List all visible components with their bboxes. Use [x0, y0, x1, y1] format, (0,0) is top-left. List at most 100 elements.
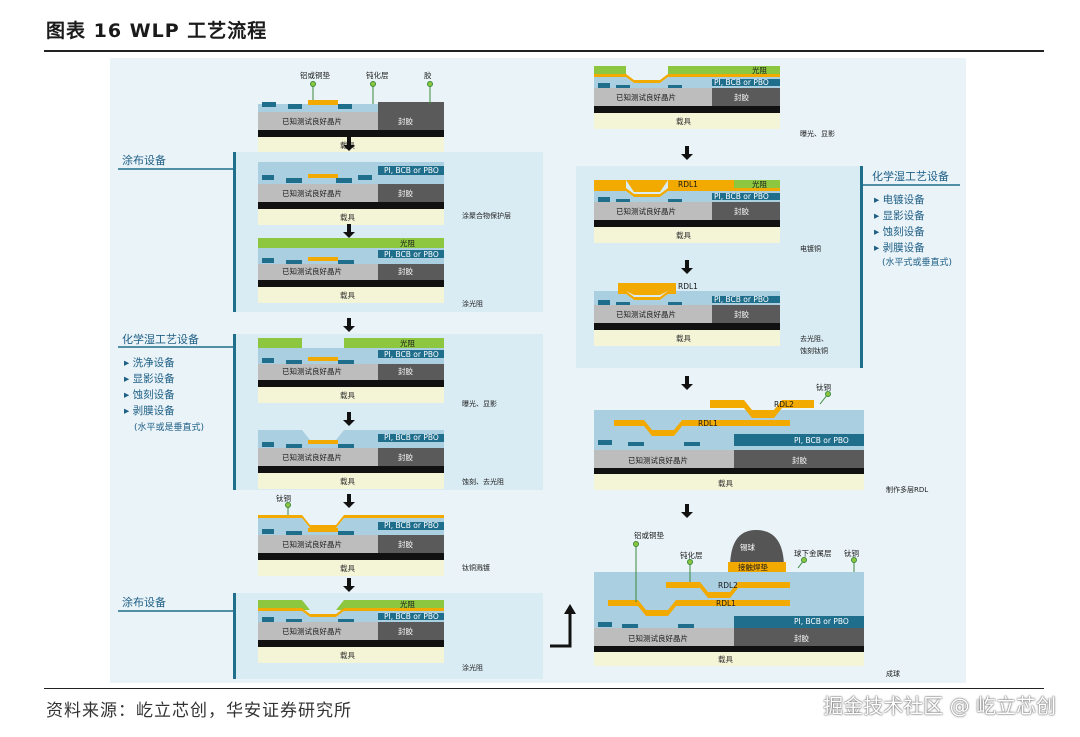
solder-ball-label: 锡球	[740, 542, 755, 552]
mold-label: 封胶	[398, 188, 413, 198]
equipment-item: ▸ 显影设备	[874, 209, 925, 222]
carrier-label: 载具	[340, 290, 355, 300]
flow-arrow	[343, 494, 355, 508]
flow-arrow-up-right	[550, 604, 576, 648]
die-label: 已知测试良好晶片	[628, 455, 688, 465]
flow-arrow	[343, 224, 355, 238]
step-label: 涂光阻	[462, 299, 483, 308]
dielectric-label: PI, BCB or PBO	[794, 436, 849, 445]
stage-etch-strip: PI, BCB or PBO 已知测试良好晶片 封胶 载具	[258, 430, 444, 489]
flow-arrow	[681, 376, 693, 390]
watermark: 掘金技术社区 @ 屹立芯创	[823, 694, 1056, 718]
carrier-label: 载具	[340, 390, 355, 400]
photoresist-label: 光阻	[400, 338, 415, 348]
dielectric-label: PI, BCB or PBO	[384, 612, 439, 621]
die-label: 已知测试良好晶片	[628, 633, 688, 643]
callout-glue: 胶	[424, 70, 432, 80]
rdl1-label: RDL1	[678, 180, 698, 189]
step-label: 涂光阻	[462, 663, 483, 672]
mold-label: 封胶	[734, 206, 749, 216]
mold-label: 封胶	[398, 116, 413, 126]
carrier-label: 载具	[340, 476, 355, 486]
photoresist-label: 光阻	[752, 65, 767, 75]
dielectric-label: PI, BCB or PBO	[714, 192, 769, 201]
stage-expose-develop-2: 光阻 PI, BCB or PBO 已知测试良好晶片 封胶 载具	[594, 65, 780, 129]
dielectric-label: PI, BCB or PBO	[384, 433, 439, 442]
callout-ti-cu: 钛铜	[816, 382, 831, 392]
mold-label: 封胶	[794, 633, 809, 643]
equipment-item: ▸ 电镀设备	[874, 193, 925, 206]
equipment-wet-left-title: 化学湿工艺设备	[122, 332, 199, 346]
dielectric-label: PI, BCB or PBO	[384, 350, 439, 359]
step-label: 曝光、显影	[462, 399, 497, 408]
flow-arrow	[343, 578, 355, 592]
mold-label: 封胶	[734, 309, 749, 319]
mold-label: 封胶	[398, 626, 413, 636]
stage-multilayer-rdl: RDL2 RDL1 PI, BCB or PBO 已知测试良好晶片 封胶 载具 …	[594, 382, 864, 490]
stage-expose-develop: 光阻 PI, BCB or PBO 已知测试良好晶片 封胶 载具	[258, 338, 444, 403]
carrier-label: 载具	[676, 333, 691, 343]
rdl1-label: RDL1	[716, 599, 736, 608]
callout-passivation: 钝化层	[366, 70, 389, 80]
mold-label: 封胶	[734, 92, 749, 102]
solder-ball	[730, 530, 784, 568]
dielectric-label: PI, BCB or PBO	[384, 521, 439, 530]
carrier-label: 载具	[676, 230, 691, 240]
step-label: 涂聚合物保护层	[462, 211, 511, 220]
callout-ti-cu: 钛铜	[276, 493, 291, 503]
die-label: 已知测试良好晶片	[282, 626, 342, 636]
stage-ti-cu-sputter: PI, BCB or PBO 已知测试良好晶片 封胶 载具 钛铜	[258, 493, 444, 576]
die-label: 已知测试良好晶片	[616, 92, 676, 102]
step-label: 去光阻、	[800, 334, 828, 343]
die-label: 已知测试良好晶片	[282, 539, 342, 549]
step-label: 蚀刻、去光阻	[462, 477, 504, 486]
equipment-item: ▸ 蚀刻设备	[124, 388, 175, 401]
die-label: 已知测试良好晶片	[616, 206, 676, 216]
step-label: 蚀刻钛铜	[800, 346, 828, 355]
step-label: 曝光、显影	[800, 129, 835, 138]
carrier-label: 载具	[718, 654, 733, 664]
flow-arrow	[681, 260, 693, 274]
callout-ti-cu: 钛铜	[844, 548, 859, 558]
equipment-wet-right-title: 化学湿工艺设备	[872, 169, 949, 183]
carrier-label: 载具	[718, 478, 733, 488]
stage-polymer-coat: PI, BCB or PBO 已知测试良好晶片 封胶 载具	[258, 162, 444, 225]
die-label: 已知测试良好晶片	[282, 116, 342, 126]
equipment-item: ▸ 蚀刻设备	[874, 225, 925, 238]
step-label: 电镀铜	[800, 244, 821, 253]
die-label: 已知测试良好晶片	[282, 188, 342, 198]
equipment-coating-1: 涂布设备	[122, 153, 166, 167]
die-label: 已知测试良好晶片	[282, 452, 342, 462]
equipment-coating-2: 涂布设备	[122, 595, 166, 609]
step-label: 成球	[886, 669, 900, 678]
page-title: 图表 16 WLP 工艺流程	[46, 20, 268, 42]
mold-label: 封胶	[398, 366, 413, 376]
mold-label: 封胶	[398, 452, 413, 462]
rdl1-label: RDL1	[678, 282, 698, 291]
carrier-label: 载具	[340, 212, 355, 222]
rdl1-label: RDL1	[698, 419, 718, 428]
title-divider	[44, 50, 1044, 52]
flow-arrow	[681, 504, 693, 518]
photoresist-label: 光阻	[400, 238, 415, 248]
stage-initial: 已知测试良好晶片 封胶 载具 铝或铜垫 钝化层 胶	[258, 70, 444, 153]
callout-al-cu-pad: 铝或铜垫	[634, 530, 664, 540]
equipment-item: ▸ 剥膜设备	[874, 241, 925, 254]
stage-photoresist-coat: 光阻 PI, BCB or PBO 已知测试良好晶片 封胶 载具	[258, 238, 444, 303]
step-label: 制作多层RDL	[886, 485, 928, 494]
equipment-note: (水平式或垂直式)	[882, 256, 952, 268]
stage-photoresist-coat-2: 光阻 PI, BCB or PBO 已知测试良好晶片 封胶 载具	[258, 599, 444, 663]
flow-arrow	[343, 137, 355, 151]
stage-ball-mount: 锡球 接触焊垫 RDL2 RDL1 PI, BCB or PBO 已知测试良好晶…	[594, 530, 864, 666]
rdl2-label: RDL2	[774, 400, 794, 409]
mold-label: 封胶	[398, 266, 413, 276]
equipment-item: ▸ 剥膜设备	[124, 404, 175, 417]
contact-pad-label: 接触焊垫	[738, 562, 768, 572]
source-note: 资料来源：屹立芯创，华安证券研究所	[46, 701, 352, 721]
callout-passivation: 钝化层	[680, 550, 703, 560]
photoresist-label: 光阻	[752, 179, 767, 189]
photoresist-label: 光阻	[400, 599, 415, 609]
dielectric-label: PI, BCB or PBO	[714, 295, 769, 304]
source-divider	[44, 688, 1044, 689]
mold-label: 封胶	[792, 455, 807, 465]
